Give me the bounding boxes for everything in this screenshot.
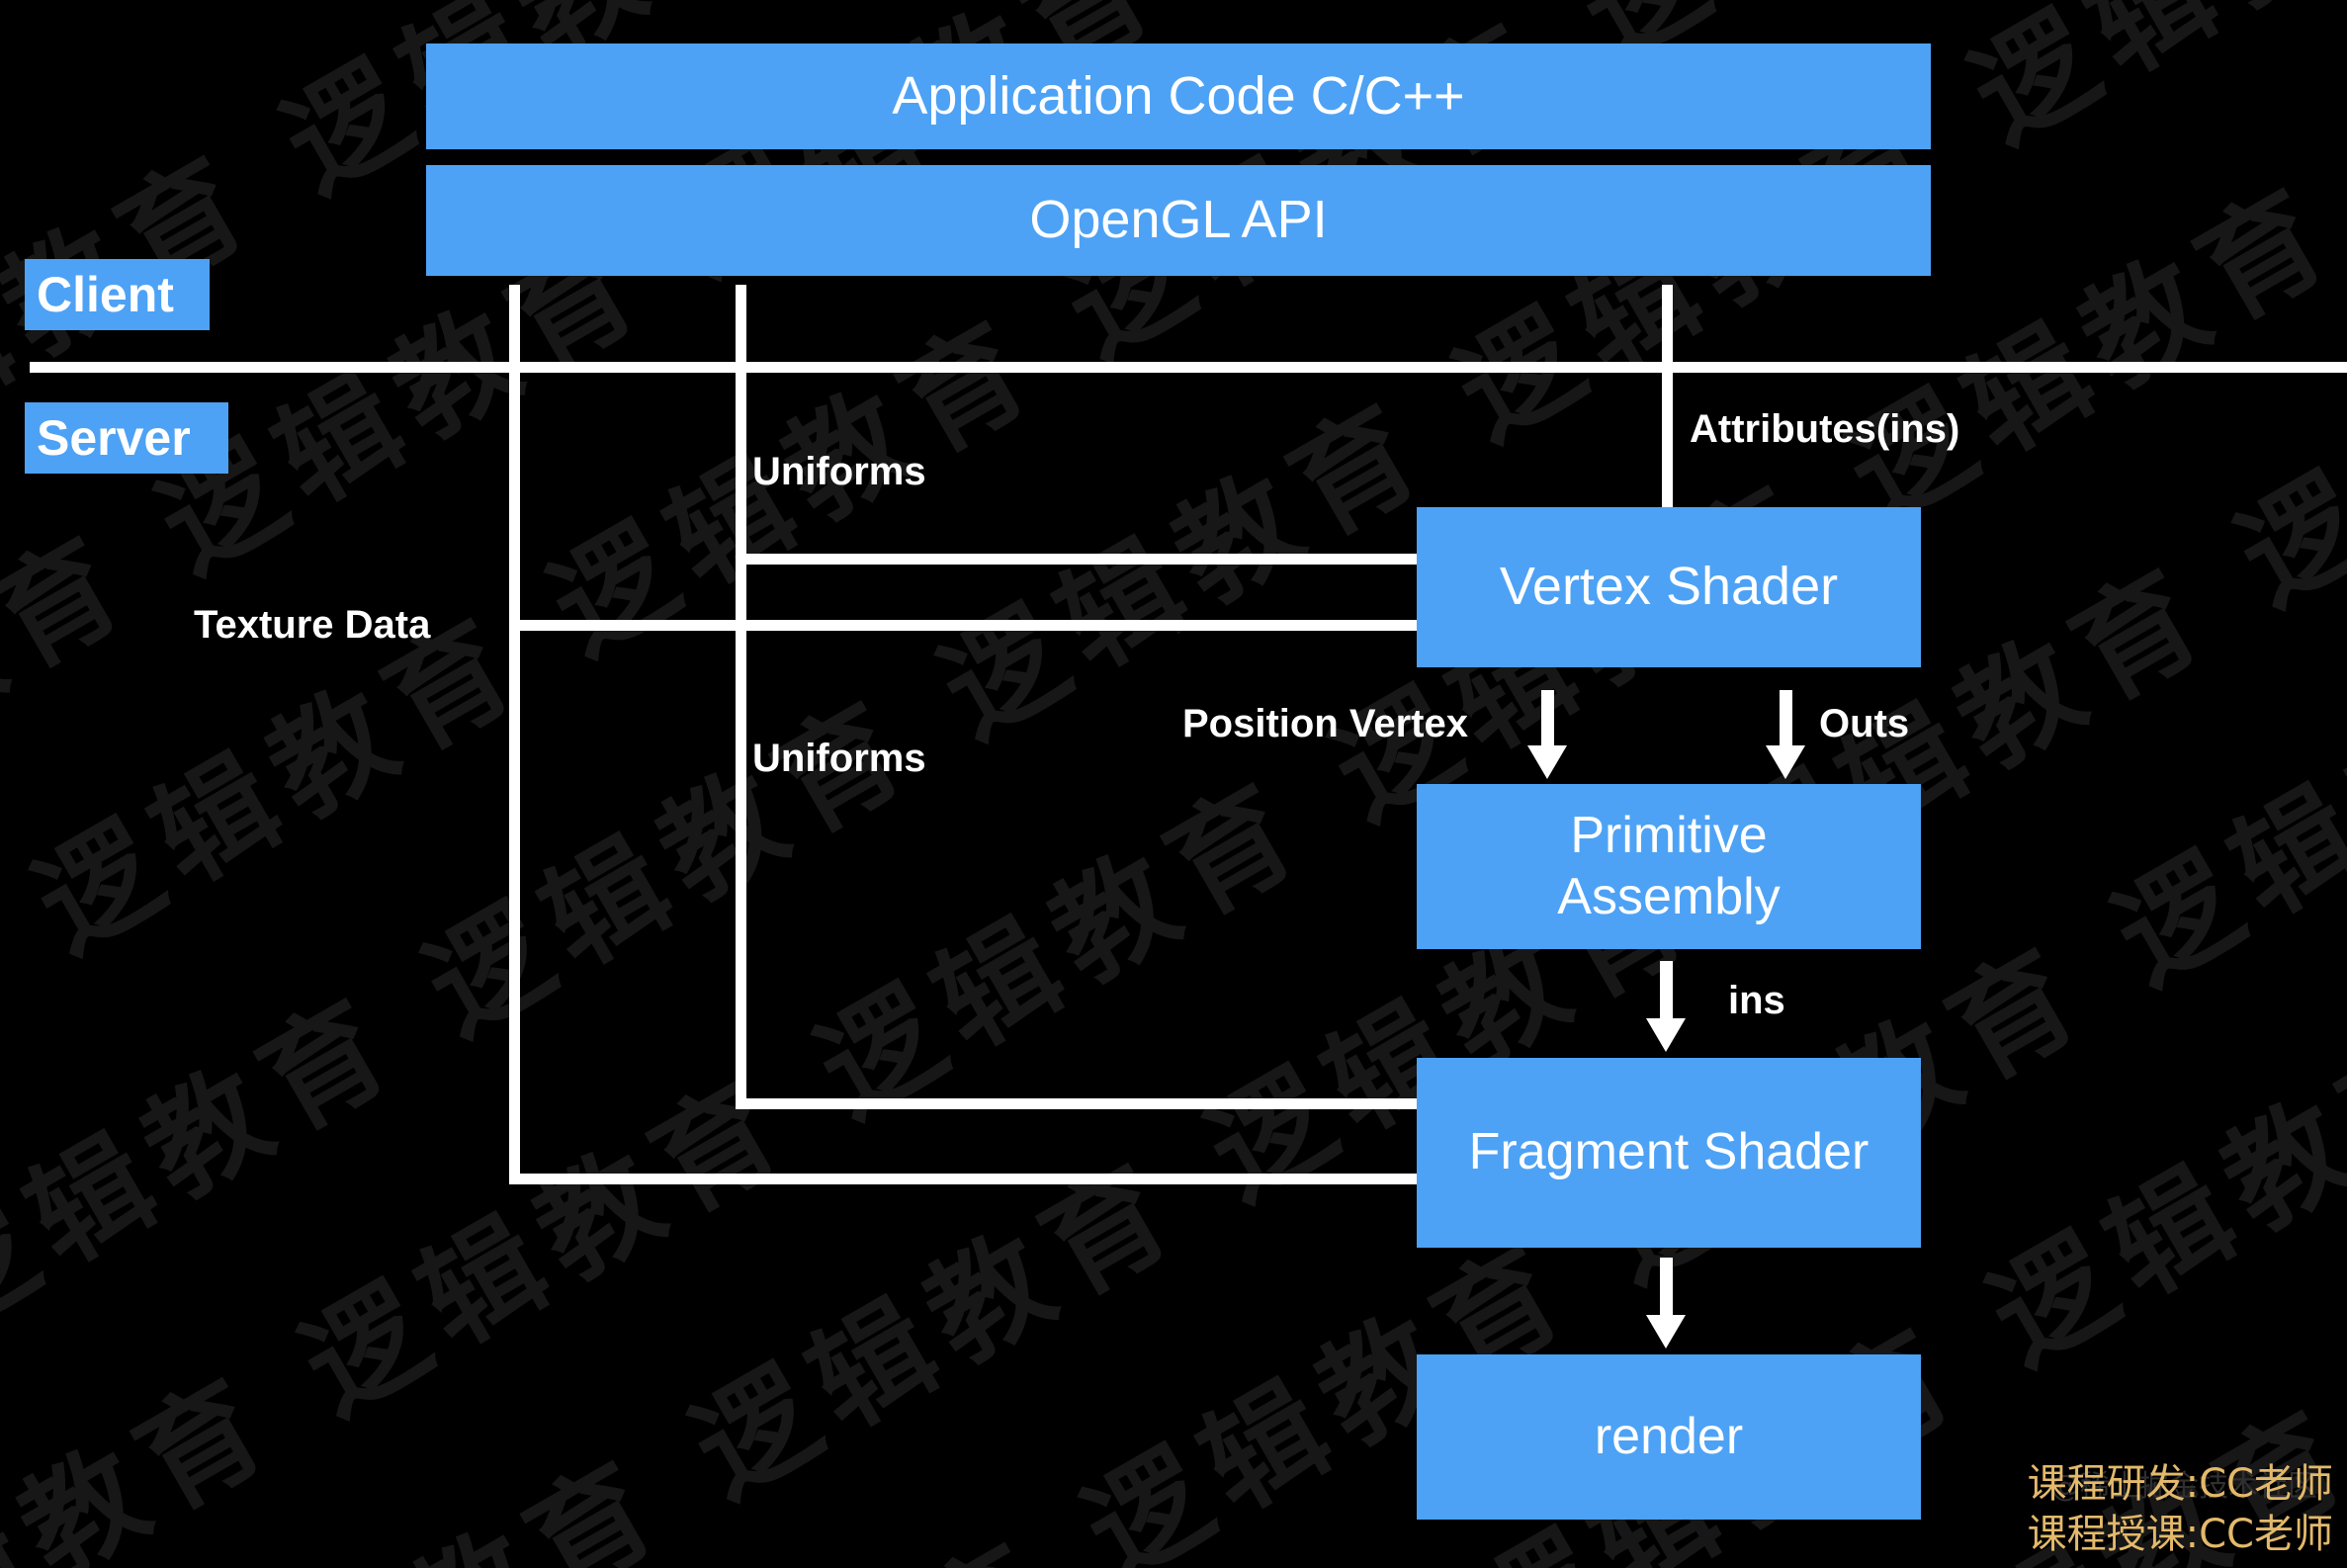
arrow-head xyxy=(1527,745,1567,779)
label-texture-data: Texture Data xyxy=(194,603,431,647)
arrow-ins xyxy=(1646,961,1686,1052)
tag-server-label: Server xyxy=(37,409,191,466)
box-render[interactable]: render xyxy=(1417,1354,1921,1520)
box-render-label: render xyxy=(1594,1407,1744,1465)
texture-data-to-vertex-shader-line xyxy=(509,620,1419,631)
arrow-head xyxy=(1646,1315,1686,1349)
label-position-vertex: Position Vertex xyxy=(1182,702,1468,745)
arrow-position-vertex xyxy=(1527,690,1567,779)
arrow-outs xyxy=(1766,690,1805,779)
watermark-row: 逻辑教育 逻辑教育 逻辑教育 逻辑教育 逻辑教育 逻辑教育 逻辑教育 逻辑教育 xyxy=(33,0,2347,1568)
box-primitive-assembly-label-line2: Assembly xyxy=(1557,867,1781,925)
tag-client: Client xyxy=(25,259,210,330)
box-application-code-label: Application Code C/C++ xyxy=(892,65,1465,126)
client-server-divider xyxy=(30,362,2347,373)
credits-line-development: 课程研发:CC老师 xyxy=(2027,1460,2333,1507)
watermark-row: 逻辑教育 逻辑教育 逻辑教育 逻辑教育 逻辑教育 逻辑教育 逻辑教育 逻辑教育 xyxy=(156,0,2347,1568)
arrow-shaft xyxy=(1780,690,1792,747)
label-outs: Outs xyxy=(1819,702,1910,745)
arrow-head xyxy=(1646,1018,1686,1052)
arrow-shaft xyxy=(1541,690,1554,747)
box-application-code[interactable]: Application Code C/C++ xyxy=(426,44,1931,149)
box-vertex-shader[interactable]: Vertex Shader xyxy=(1417,507,1921,667)
box-opengl-api[interactable]: OpenGL API xyxy=(426,165,1931,276)
credits-block: 课程研发:CC老师 课程授课:CC老师 xyxy=(2028,1459,2333,1560)
box-fragment-shader-label: Fragment Shader xyxy=(1468,1123,1869,1181)
uniforms-to-vertex-shader-line xyxy=(736,554,1419,565)
uniforms-to-fragment-shader-line xyxy=(736,1098,1419,1109)
label-attributes-ins: Attributes(ins) xyxy=(1690,407,1960,451)
arrow-shaft xyxy=(1660,1258,1673,1317)
arrow-fragment-to-render xyxy=(1646,1258,1686,1349)
box-opengl-api-label: OpenGL API xyxy=(1029,190,1328,250)
site-watermark: @稀土掘金技术社区 xyxy=(2050,1469,2317,1504)
label-uniforms-vertex: Uniforms xyxy=(752,450,926,493)
watermark-row: 逻辑教育 逻辑教育 逻辑教育 逻辑教育 逻辑教育 逻辑教育 逻辑教育 逻辑教育 xyxy=(0,0,2347,896)
texture-data-to-fragment-shader-line xyxy=(509,1174,1419,1184)
box-vertex-shader-label: Vertex Shader xyxy=(1499,557,1839,617)
label-uniforms-fragment: Uniforms xyxy=(752,737,926,780)
credits-line-teaching: 课程授课:CC老师 xyxy=(2027,1511,2333,1557)
box-primitive-assembly[interactable]: Primitive Assembly xyxy=(1417,784,1921,949)
box-fragment-shader[interactable]: Fragment Shader xyxy=(1417,1058,1921,1248)
tag-server: Server xyxy=(25,402,228,474)
attributes-vertical-line xyxy=(1662,285,1673,510)
tag-client-label: Client xyxy=(37,266,174,322)
arrow-head xyxy=(1766,745,1805,779)
box-primitive-assembly-label-line1: Primitive xyxy=(1570,807,1768,865)
uniforms-vertical-line xyxy=(736,285,746,1109)
label-ins: ins xyxy=(1728,979,1785,1022)
texture-data-vertical-line xyxy=(509,285,520,1184)
arrow-shaft xyxy=(1660,961,1673,1020)
